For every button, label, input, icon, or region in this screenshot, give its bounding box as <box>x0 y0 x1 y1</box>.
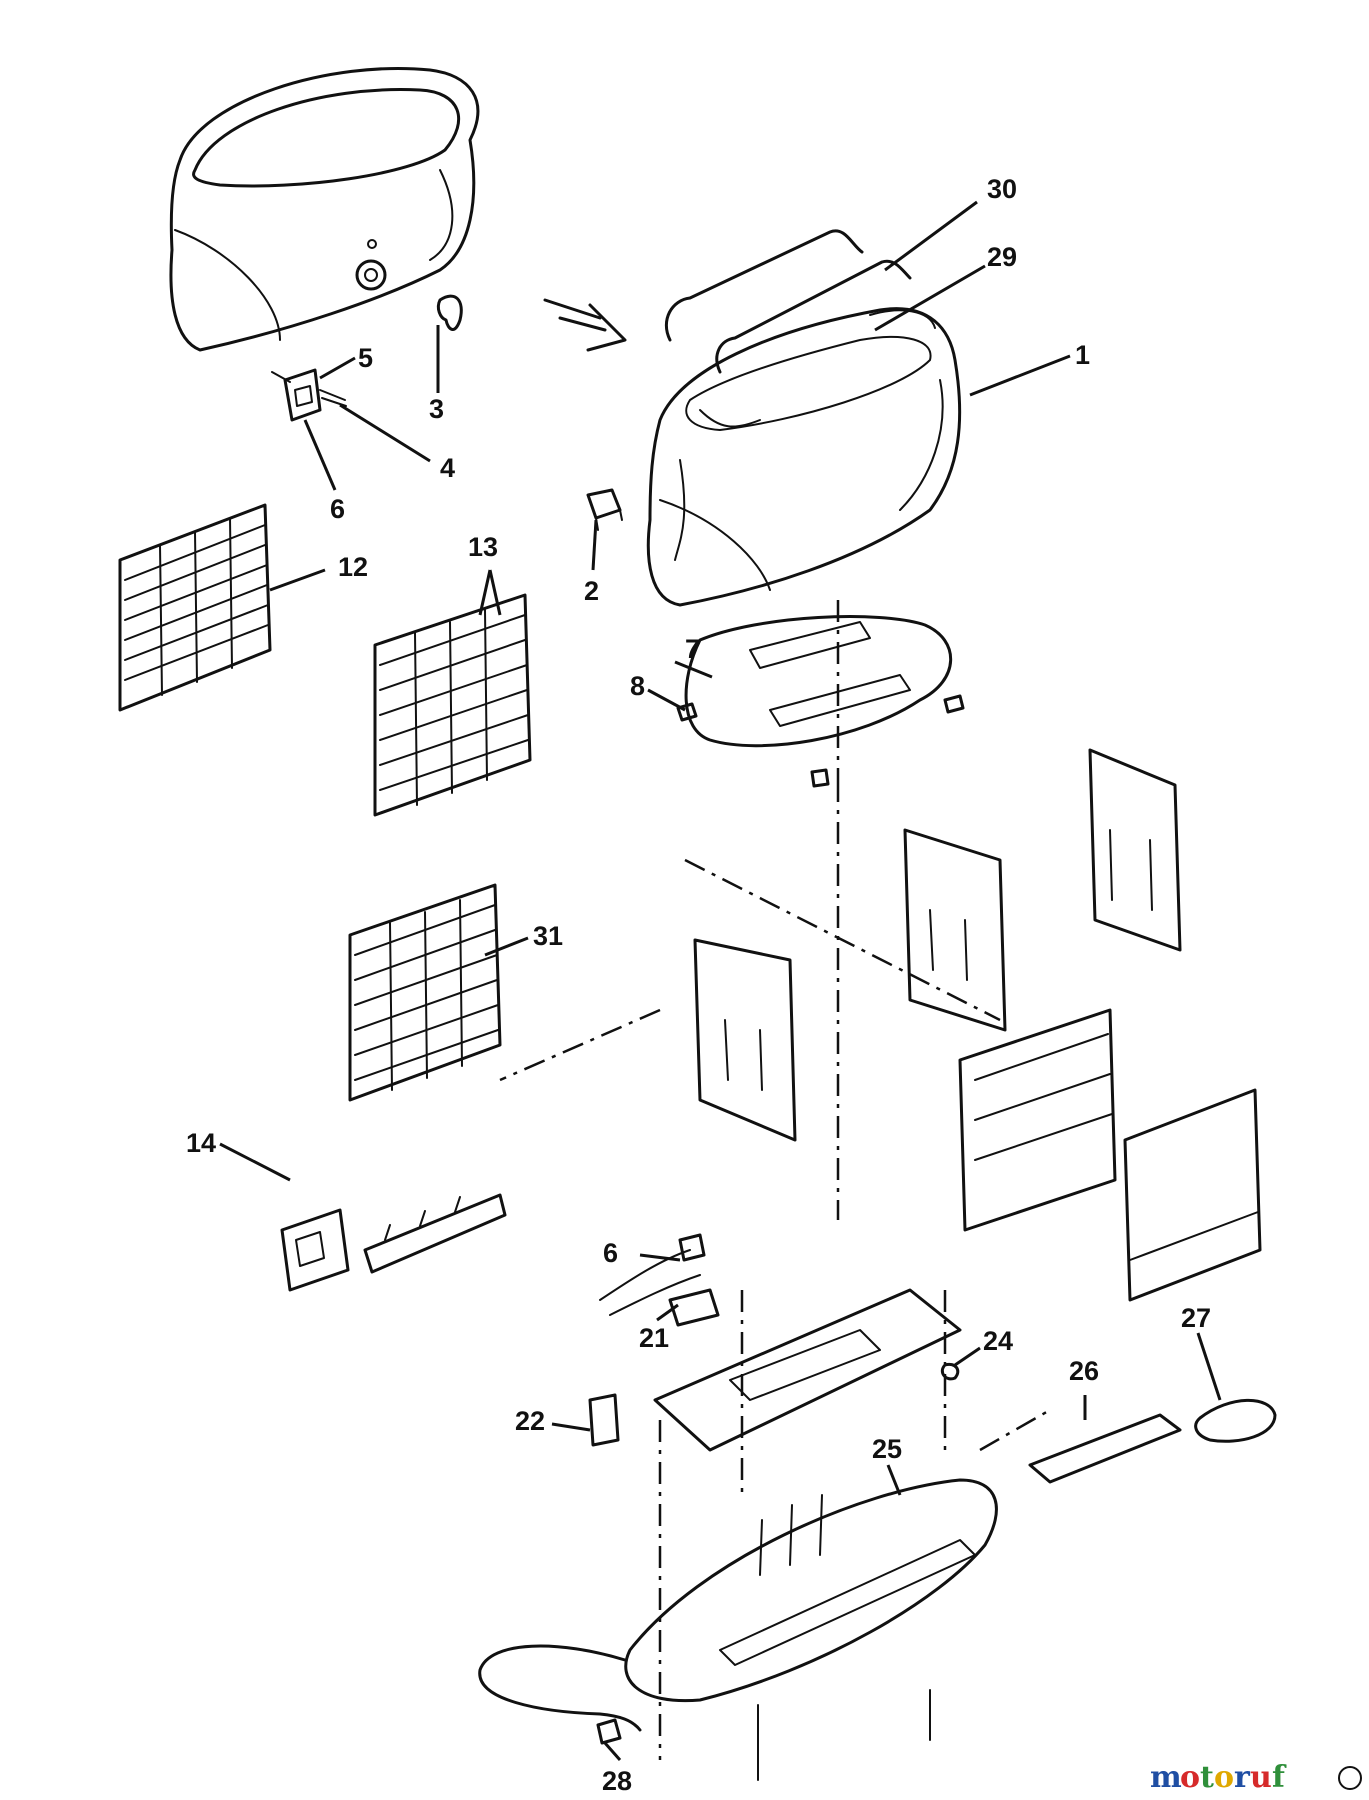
watermark-letter: t <box>1200 1760 1214 1795</box>
element-rack-13 <box>373 593 532 817</box>
callout-31: 31 <box>533 921 563 951</box>
internal-frame <box>693 748 1262 1302</box>
leader-lines <box>219 200 1222 1761</box>
callout-29: 29 <box>987 242 1017 272</box>
watermark-letter: r <box>1234 1760 1251 1795</box>
watermark-letter: o <box>1214 1760 1234 1795</box>
watermark-emblem <box>1338 1766 1362 1790</box>
element-rack-31 <box>348 883 502 1102</box>
callout-12: 12 <box>338 552 368 582</box>
callout-3: 3 <box>429 394 444 424</box>
callout-21: 21 <box>639 1323 669 1353</box>
handle-wire <box>664 229 912 374</box>
watermark-logo: m o t o r u f <box>1150 1760 1362 1795</box>
top-plate <box>676 615 965 788</box>
callout-6-lower: 6 <box>603 1238 618 1268</box>
callout-22: 22 <box>515 1406 545 1436</box>
callout-4: 4 <box>440 453 455 483</box>
part-callouts: 1 2 3 4 5 6 7 8 12 13 14 6 21 22 24 25 2… <box>186 174 1211 1796</box>
callout-30: 30 <box>987 174 1017 204</box>
watermark-letter: u <box>1250 1760 1272 1795</box>
callout-8: 8 <box>630 671 645 701</box>
watermark-letter: o <box>1180 1760 1200 1795</box>
carriage-rail <box>280 1193 507 1292</box>
crumb-tray <box>1028 1398 1277 1484</box>
callout-14: 14 <box>186 1128 216 1158</box>
callout-27: 27 <box>1181 1303 1211 1333</box>
switch-parts <box>271 368 347 422</box>
main-housing <box>646 307 962 607</box>
element-rack-12 <box>118 503 272 712</box>
callout-24: 24 <box>983 1326 1013 1356</box>
callout-28: 28 <box>602 1766 632 1796</box>
callout-7: 7 <box>685 634 700 664</box>
base-plate <box>588 1233 962 1452</box>
direction-arrow <box>543 298 627 352</box>
callout-26: 26 <box>1069 1356 1099 1386</box>
watermark-letter: m <box>1150 1760 1182 1795</box>
callout-5: 5 <box>358 343 373 373</box>
watermark-letter: f <box>1272 1760 1287 1795</box>
assembly-guide-lines <box>499 600 1051 1760</box>
callout-1: 1 <box>1075 340 1090 370</box>
bottom-base <box>478 1478 998 1781</box>
callout-25: 25 <box>872 1434 902 1464</box>
callout-13: 13 <box>468 532 498 562</box>
lever-knob <box>586 488 623 531</box>
outer-housing-exploded <box>169 66 480 352</box>
callout-6-upper: 6 <box>330 494 345 524</box>
callout-2: 2 <box>584 576 599 606</box>
